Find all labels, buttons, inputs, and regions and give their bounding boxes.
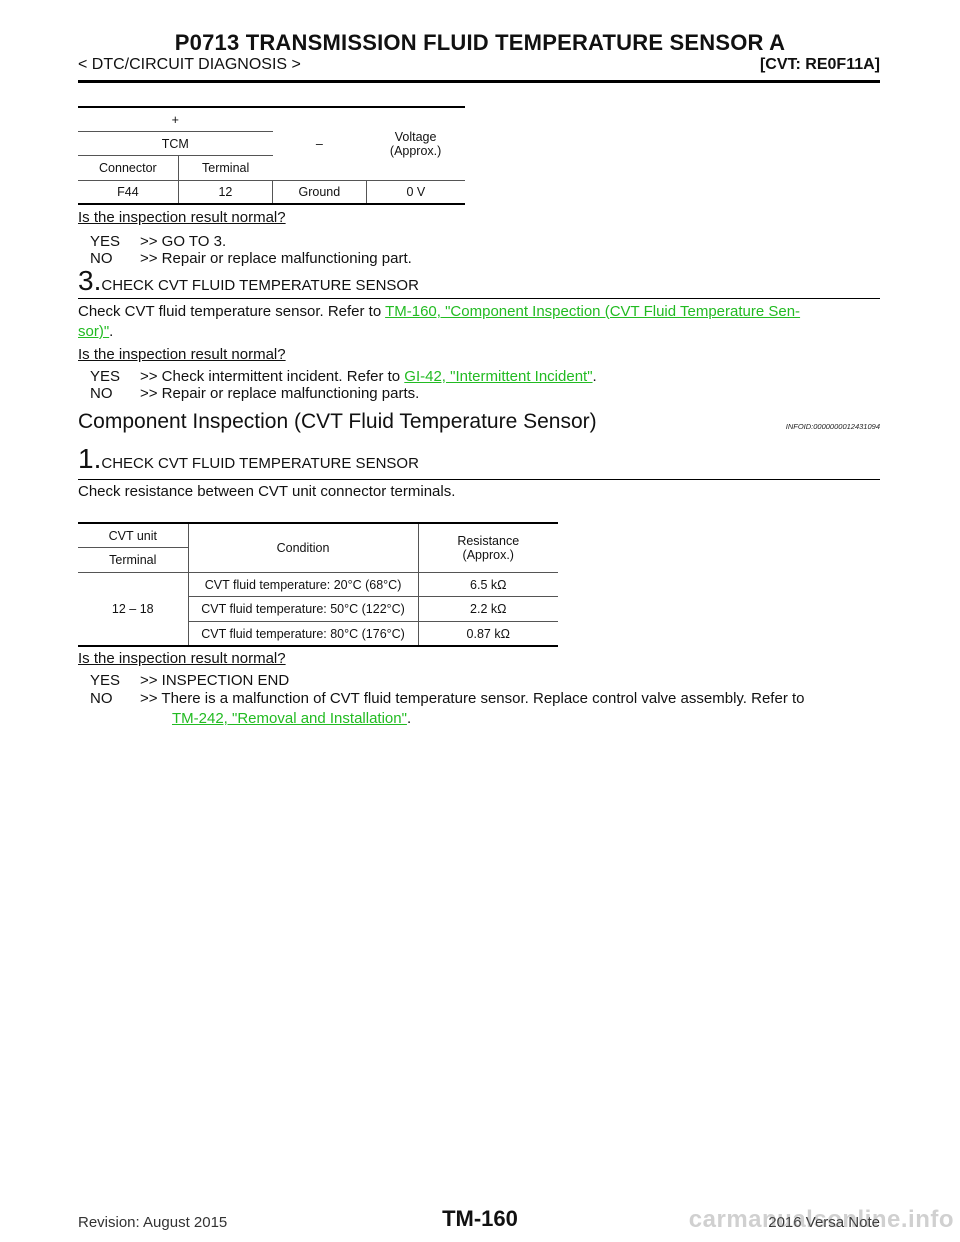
header-rule [78,80,880,83]
vehicle-label: 2016 Versa Note [768,1214,880,1231]
info-id: INFOID:0000000012431094 [785,422,880,431]
minus-header: – [272,106,367,181]
ground-cell: Ground [272,180,367,205]
voltage-table: + – Voltage (Approx.) TCM Connector Term… [78,106,465,205]
connector-header: Connector [78,155,179,181]
resistance-cell: 0.87 kΩ [418,621,558,647]
no-label-1: NO [90,250,113,267]
step-1-number: 1. [78,443,102,474]
no-text-3: >> There is a malfunction of CVT fluid t… [140,690,805,707]
instruction-text: Check CVT fluid temperature sensor. Refe… [78,303,386,320]
resistance-cell: 6.5 kΩ [418,572,558,597]
voltage-header: Voltage (Approx.) [366,106,465,181]
question-2: Is the inspection result normal? [78,346,286,363]
no-text-2: >> Repair or replace malfunctioning part… [140,385,420,402]
intermittent-incident-link[interactable]: GI-42, "Intermittent Incident" [404,368,593,385]
resistance-instruction: Check resistance between CVT unit connec… [78,483,456,500]
instruction-period: . [109,323,114,340]
step-title: CHECK CVT FLUID TEMPERATURE SENSOR [101,277,419,294]
resistance-header: Resistance (Approx.) [418,522,558,573]
connector-cell: F44 [78,180,179,205]
question-1: Is the inspection result normal? [78,209,286,226]
condition-cell: CVT fluid temperature: 20°C (68°C) [188,572,419,597]
tcm-header: TCM [78,131,273,156]
step-1-heading: 1.CHECK CVT FLUID TEMPERATURE SENSOR [78,443,419,475]
step-1-title: CHECK CVT FLUID TEMPERATURE SENSOR [101,455,419,472]
terminal-cell: 12 [178,180,274,205]
question-3: Is the inspection result normal? [78,650,286,667]
page-title: P0713 TRANSMISSION FLUID TEMPERATURE SEN… [174,30,786,55]
model-label: [CVT: RE0F11A] [759,56,880,73]
resistance-table: CVT unit Condition Resistance (Approx.) … [78,522,558,647]
yes-text-2-after: . [592,368,597,385]
component-inspection-link-cont[interactable]: sor)" [78,323,110,340]
terminal-range-cell: 12 – 18 [78,572,189,647]
step-3-heading: 3.CHECK CVT FLUID TEMPERATURE SENSOR [78,265,419,297]
condition-header: Condition [188,522,419,573]
page-number: TM-160 [442,1206,518,1231]
resistance-cell: 2.2 kΩ [418,596,558,622]
yes-text-3: >> INSPECTION END [140,672,290,689]
terminal-header: Terminal [178,155,273,181]
condition-cell: CVT fluid temperature: 80°C (176°C) [188,621,419,647]
yes-text-2: >> Check intermittent incident. Refer to… [140,368,597,386]
condition-cell: CVT fluid temperature: 50°C (122°C) [188,596,419,622]
terminal-header-2: Terminal [78,547,189,573]
yes-label-2: YES [90,368,121,385]
watermark: carmanualsonline.info [688,1206,954,1233]
step-3-instruction-cont: sor)". [78,323,113,341]
no-text-1: >> Repair or replace malfunctioning part… [140,250,412,267]
component-inspection-heading: Component Inspection (CVT Fluid Temperat… [78,410,597,433]
step-3-instruction: Check CVT fluid temperature sensor. Refe… [78,303,880,321]
no-label-3: NO [90,690,113,707]
removal-installation-link[interactable]: TM-242, "Removal and Installation" [172,710,407,727]
no-label-2: NO [90,385,113,402]
voltage-cell: 0 V [366,180,465,205]
cvt-unit-header: CVT unit [78,522,189,548]
step-1-rule [78,479,880,480]
yes-label-1: YES [90,233,121,250]
step-rule [78,298,880,299]
component-inspection-link[interactable]: TM-160, "Component Inspection (CVT Fluid… [385,303,801,320]
no-text-3-link-line: TM-242, "Removal and Installation". [172,710,411,728]
yes-label-3: YES [90,672,121,689]
step-number: 3. [78,265,102,296]
yes-text-2-before: >> Check intermittent incident. Refer to [140,368,405,385]
plus-header: + [78,106,273,132]
no-text-3-after: . [406,710,412,727]
section-breadcrumb: < DTC/CIRCUIT DIAGNOSIS > [78,56,301,73]
revision-label: Revision: August 2015 [78,1214,228,1231]
yes-text-1: >> GO TO 3. [140,233,227,250]
